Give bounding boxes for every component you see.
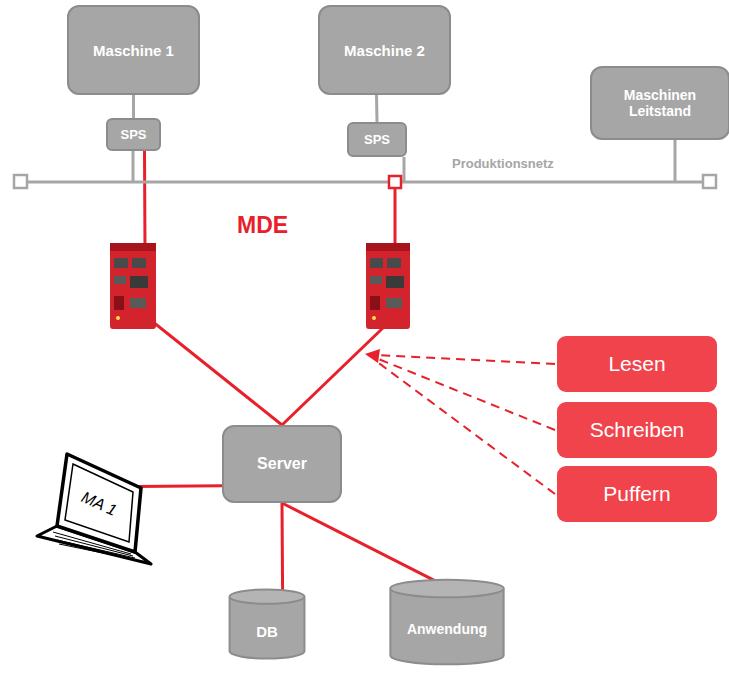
connector-line xyxy=(135,484,222,488)
node-label: SPS xyxy=(120,127,146,142)
node-label: SPS xyxy=(364,132,390,147)
node-label: Server xyxy=(257,455,307,473)
laptop-icon: MA 1 xyxy=(35,448,153,568)
node-label: Anwendung xyxy=(407,621,487,637)
function-box: Schreiben xyxy=(557,402,717,458)
mde-line xyxy=(282,325,386,425)
function-box: Puffern xyxy=(557,466,717,522)
function-box: Lesen xyxy=(557,336,717,392)
server-box: Server xyxy=(222,425,342,503)
callout-arrowhead xyxy=(365,349,380,363)
plc-box: SPS xyxy=(106,118,161,151)
bus-drop xyxy=(674,140,677,182)
bus-tap xyxy=(389,176,401,188)
mde-device xyxy=(366,243,410,329)
node-label: Lesen xyxy=(608,352,665,376)
database-cylinder: DB xyxy=(228,588,306,660)
callout-lines xyxy=(376,355,555,494)
node-label: Schreiben xyxy=(590,418,685,442)
connector-line xyxy=(282,503,447,587)
node-label: Maschinen Leitstand xyxy=(592,87,728,119)
network-bus xyxy=(27,181,703,184)
connector-line xyxy=(375,95,379,122)
machine-box: Maschine 2 xyxy=(318,5,451,95)
node-label: Maschine 1 xyxy=(93,42,174,59)
node-label: Puffern xyxy=(603,482,670,506)
section-label: MDE xyxy=(237,212,288,239)
control-room-box: Maschinen Leitstand xyxy=(590,66,729,140)
application-cylinder: Anwendung xyxy=(388,578,506,666)
connector-line xyxy=(281,503,285,594)
node-label: DB xyxy=(256,623,278,640)
connector-line xyxy=(145,151,283,425)
plc-box: SPS xyxy=(347,122,407,157)
node-label: Maschine 2 xyxy=(344,42,425,59)
connector-line xyxy=(132,95,135,118)
mde-device xyxy=(110,243,156,329)
bus-drop xyxy=(403,157,406,182)
bus-terminator xyxy=(14,175,27,188)
bus-drop xyxy=(132,151,135,182)
bus-terminator xyxy=(703,175,716,188)
network-label: Produktionsnetz xyxy=(452,156,554,171)
machine-box: Maschine 1 xyxy=(67,5,200,95)
